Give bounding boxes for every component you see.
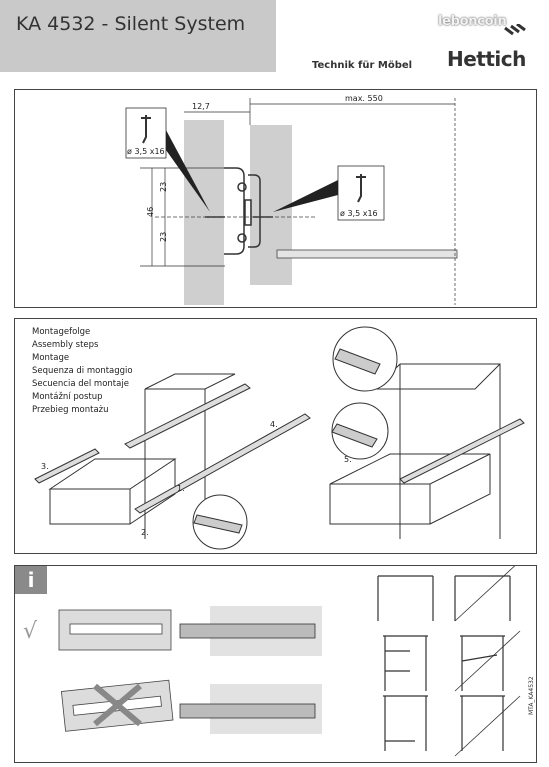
drawer-bottom: [276, 249, 458, 259]
document-title: KA 4532 - Silent System: [16, 13, 246, 35]
step-heading-it: Sequenza di montaggio: [32, 366, 133, 376]
cabinet-top-left: [144, 373, 236, 390]
dimension-drawing: 46 23 23 12,7 max. 550 ø 3,5 x16 ø 3,5 x…: [125, 94, 458, 305]
height-upper-label: 23: [159, 182, 168, 192]
drawer-box-left: [48, 458, 177, 525]
runner-top: [124, 383, 251, 449]
step-heading-pl: Przebieg montażu: [32, 405, 109, 415]
step-heading-fr: Montage: [32, 353, 70, 363]
depth-dimension: [184, 98, 456, 305]
step-heading-cs: Montážní postup: [32, 392, 103, 402]
info-drawing: √: [23, 566, 521, 757]
step-heading-es: Secuencia del montaje: [32, 379, 129, 389]
runner-profile: [224, 167, 261, 255]
info-panel: i √: [14, 565, 537, 763]
max-depth-label: max. 550: [345, 94, 383, 103]
tagline: Technik für Möbel: [312, 60, 413, 71]
check-mark-icon: √: [23, 619, 38, 644]
screw-left-icon: [141, 115, 151, 144]
alignment-diagrams: [377, 566, 521, 757]
assembly-drawing: 1. 2. 3. 4. 5.: [34, 326, 525, 550]
detail-circle-mid: [331, 402, 389, 460]
step-label-3: 3.: [41, 462, 49, 471]
drawer-box-right: [329, 453, 491, 525]
hettich-logo-icon: [504, 24, 526, 36]
title-box: KA 4532 - Silent System: [0, 0, 276, 72]
step-label-4: 4.: [270, 420, 278, 429]
brand-name: Hettich: [447, 47, 526, 71]
cross-icon: [93, 683, 142, 727]
step-heading-en: Assembly steps: [32, 340, 99, 350]
step-label-1: 1.: [177, 484, 185, 493]
height-lower-label: 23: [159, 232, 168, 242]
screw-left-label: ø 3,5 x16: [127, 147, 165, 156]
screw-right-label: ø 3,5 x16: [340, 209, 378, 218]
step-heading-de: Montagefolge: [32, 327, 91, 337]
cabinet-right: [373, 363, 501, 539]
correct-runner: [179, 623, 316, 639]
screw-right-icon: [356, 174, 366, 203]
info-icon: i: [15, 566, 47, 594]
step-label-2: 2.: [141, 528, 149, 537]
assembly-panel: Montagefolge Assembly steps Montage Sequ…: [14, 318, 537, 554]
wrong-runner: [179, 703, 316, 719]
offset-label: 12,7: [192, 102, 210, 111]
drawer-runner: [34, 448, 100, 484]
cabinet-side: [184, 120, 224, 305]
document-reference: MTA_KA4532: [528, 676, 535, 715]
watermark: leboncoin: [438, 14, 507, 29]
step-label-5: 5.: [344, 455, 352, 464]
height-total-label: 46: [146, 207, 155, 217]
dimension-panel: 46 23 23 12,7 max. 550 ø 3,5 x16 ø 3,5 x…: [14, 89, 537, 308]
runner-bottom: [134, 413, 311, 514]
drawer-side: [250, 125, 292, 285]
assembly-steps-list: Montagefolge Assembly steps Montage Sequ…: [32, 326, 133, 417]
